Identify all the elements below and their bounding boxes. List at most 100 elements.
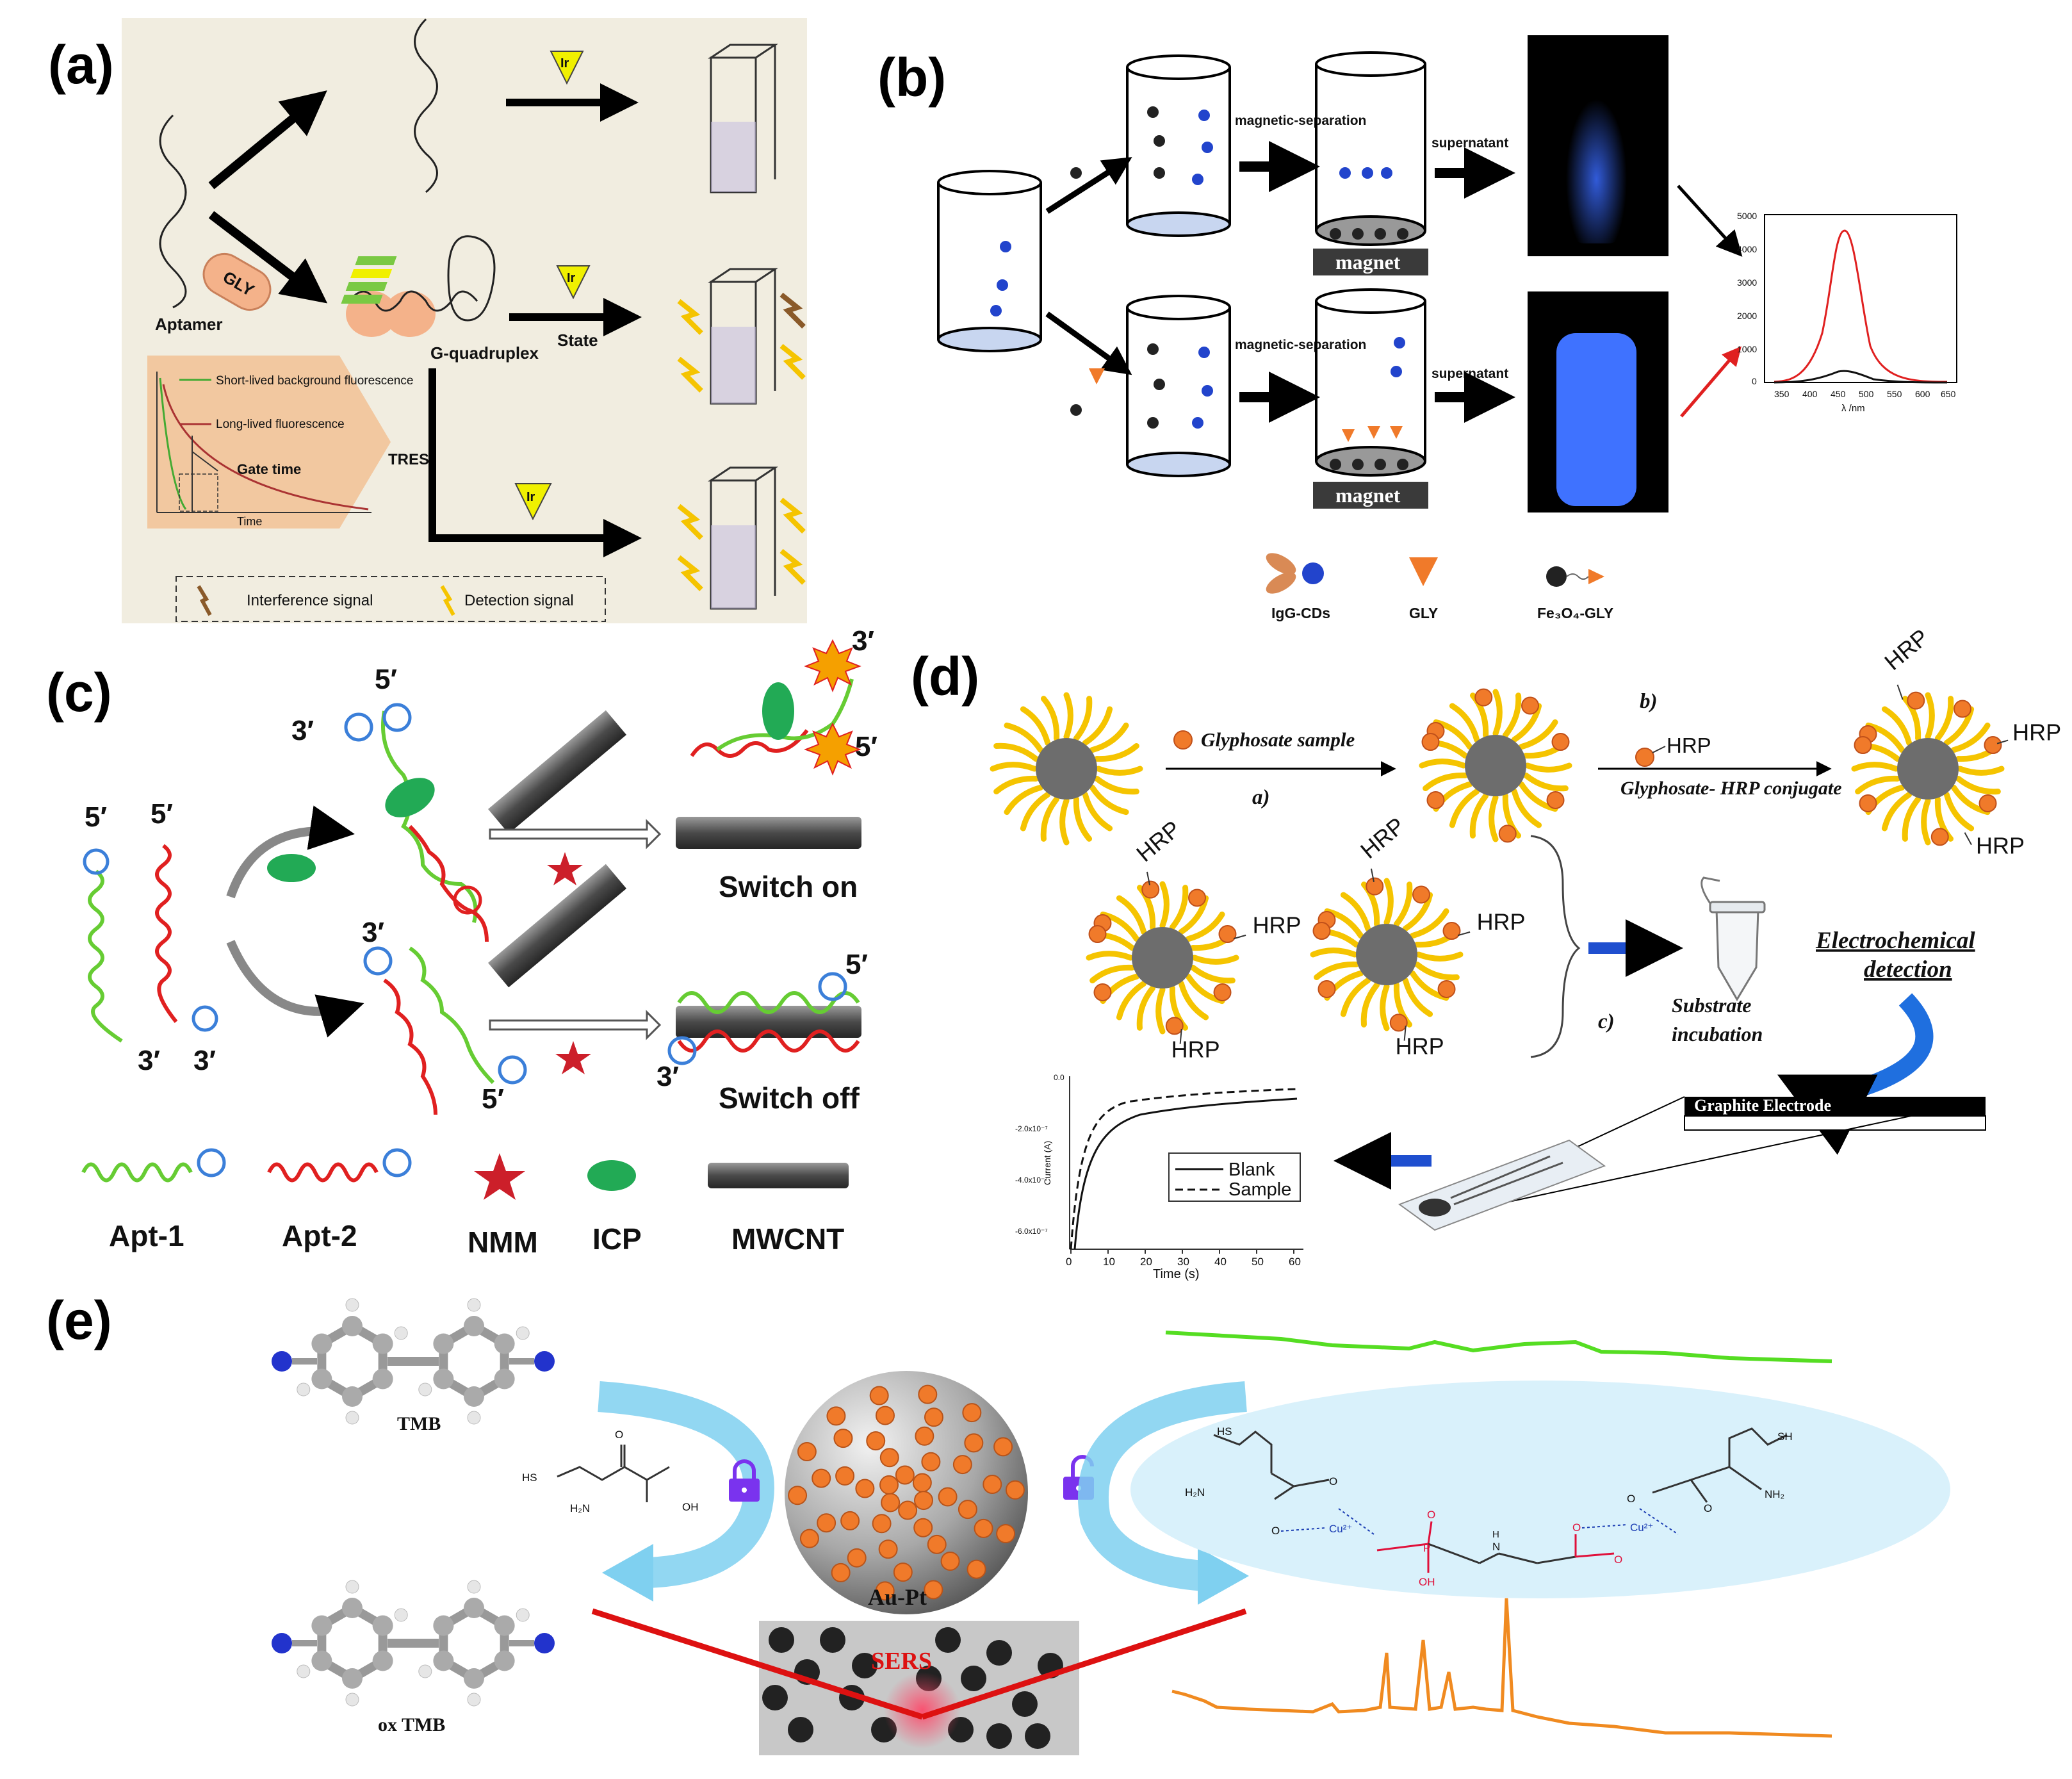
glyphosate-dot <box>1366 877 1384 896</box>
step-a-label: a) <box>1252 786 1270 809</box>
hrp-stem <box>1457 931 1471 937</box>
hydrogen-atom <box>297 1664 311 1678</box>
nitrogen-atom <box>272 1633 292 1653</box>
spectrum-xtick: 500 <box>1859 389 1874 399</box>
legend-apt1: Apt-1 <box>109 1219 184 1252</box>
lock-left-icon <box>729 1459 760 1502</box>
amp-xtick: 10 <box>1103 1256 1115 1268</box>
antibody-ray <box>990 762 1038 772</box>
glyphosate-dot <box>1930 828 1949 846</box>
glyphosate-dot <box>1859 794 1877 812</box>
legend-icp-icon <box>587 1160 636 1191</box>
antibody-ray <box>1094 775 1139 795</box>
antibody-ray <box>1415 951 1464 962</box>
arrow-aptamer-down <box>208 211 328 304</box>
nmm-star-top <box>547 852 583 885</box>
pt-nanodot <box>797 1441 817 1461</box>
spectrum-xtick: 450 <box>1831 389 1846 399</box>
c-label-3p-off: 3′ <box>657 1061 679 1092</box>
hrp-stem <box>1403 1025 1407 1041</box>
legend-apt2-icon <box>267 1162 379 1183</box>
arrow-to-spectrum-black <box>1677 184 1743 257</box>
hydrogen-atom <box>467 1693 481 1707</box>
nitrogen-atom <box>534 1351 555 1372</box>
red-beam-left <box>591 1608 924 1720</box>
bottom-loop-2 <box>498 1055 527 1085</box>
cys-left-h2n: H₂N <box>570 1502 590 1514</box>
spectrum-x-ticks: 350 400 450 500 550 600 650 <box>1774 389 1956 399</box>
graphite-electrode-bar <box>1685 1097 1986 1116</box>
glyphosate-dot <box>1978 794 1997 812</box>
carbon-atom <box>494 1615 515 1636</box>
hydrogen-atom <box>418 1382 432 1397</box>
antibody-ray <box>1073 796 1093 842</box>
antibody-ray <box>1314 961 1359 981</box>
pt-nanodot <box>895 1465 915 1485</box>
substrate-incubation-line1: Substrate <box>1672 994 1751 1017</box>
pt-nanodot <box>855 1479 875 1498</box>
top-loop-1 <box>344 712 373 742</box>
antibody-ray <box>1414 961 1460 981</box>
pt-nanodot <box>913 1518 933 1537</box>
antibody-ray <box>1004 784 1044 816</box>
complex-o-2: O <box>1271 1525 1280 1537</box>
panel-label-a: (a) <box>48 35 114 95</box>
antibody-ray <box>1524 762 1572 773</box>
apt-complex-top <box>381 710 478 923</box>
vial-glow-top <box>1566 83 1627 243</box>
gquadruplex-label: G-quadruplex <box>430 343 539 363</box>
hrp-sample-label: HRP <box>1667 734 1711 757</box>
pt-nanodot <box>831 1562 851 1582</box>
hrp-label: HRP <box>1253 912 1301 938</box>
tmb-molecule <box>272 1298 555 1425</box>
arrow-bottom-row <box>428 368 642 557</box>
glyphosate-dot <box>1426 791 1445 809</box>
cylinder-bottom-1 <box>1126 295 1231 477</box>
legend-apt2: Apt-2 <box>282 1219 357 1252</box>
magnet-bottom-bar <box>1313 482 1428 509</box>
top-loop-3 <box>453 885 482 915</box>
igg-cd-particles <box>990 110 1405 429</box>
legend-apt1-loop <box>197 1148 226 1177</box>
apt2-loop-left <box>192 1005 218 1032</box>
carbon-atom <box>342 1668 363 1689</box>
complex-cu-2: Cu²⁺ <box>1630 1521 1653 1534</box>
spectrum-ytick: 5000 <box>1737 211 1757 221</box>
tem-particle <box>986 1640 1012 1666</box>
antibody-ray <box>1943 791 1975 832</box>
carbon-atom <box>464 1386 484 1407</box>
antibody-ray <box>1169 885 1189 930</box>
antibody-ray <box>1059 798 1070 846</box>
hydrogen-atom <box>394 1326 408 1340</box>
hydrogen-atom <box>467 1411 481 1425</box>
ir-complex-top: Ir <box>550 51 584 85</box>
spectrum-frame <box>1764 214 1957 383</box>
switch-off-loop-1 <box>818 972 847 1001</box>
antibody-ray <box>1409 908 1449 939</box>
antibody-ray <box>1489 794 1499 842</box>
spectrum-xtick: 350 <box>1774 389 1790 399</box>
glyphosate-dot <box>1218 925 1237 944</box>
antibody-ray <box>1881 706 1913 746</box>
pt-nanodot <box>826 1406 846 1426</box>
carbon-atom <box>433 1368 454 1390</box>
legend-mwcnt-icon <box>708 1163 849 1188</box>
amp-xtick: 0 <box>1066 1256 1072 1268</box>
c-label-5p-bottom: 5′ <box>482 1083 504 1115</box>
spectrum-xtick: 600 <box>1915 389 1930 399</box>
apt1-loop-left <box>83 848 110 875</box>
pt-nanodot <box>875 1406 895 1425</box>
tem-particle <box>769 1627 794 1653</box>
glyphosate-dot <box>1165 1017 1184 1035</box>
antibody-ray <box>1040 696 1060 741</box>
tres-box <box>147 356 391 529</box>
antibody-ray <box>1921 798 1931 846</box>
short-lived-label: Short-lived background fluorescence <box>216 374 413 388</box>
antibody-ray <box>1950 722 1991 753</box>
hydrogen-atom <box>345 1693 359 1707</box>
pt-nanodot <box>817 1513 836 1533</box>
amp-xtick: 50 <box>1252 1256 1264 1268</box>
antibody-ray <box>1851 762 1899 772</box>
cu-glyphosate-complex-bg <box>1130 1381 1950 1598</box>
